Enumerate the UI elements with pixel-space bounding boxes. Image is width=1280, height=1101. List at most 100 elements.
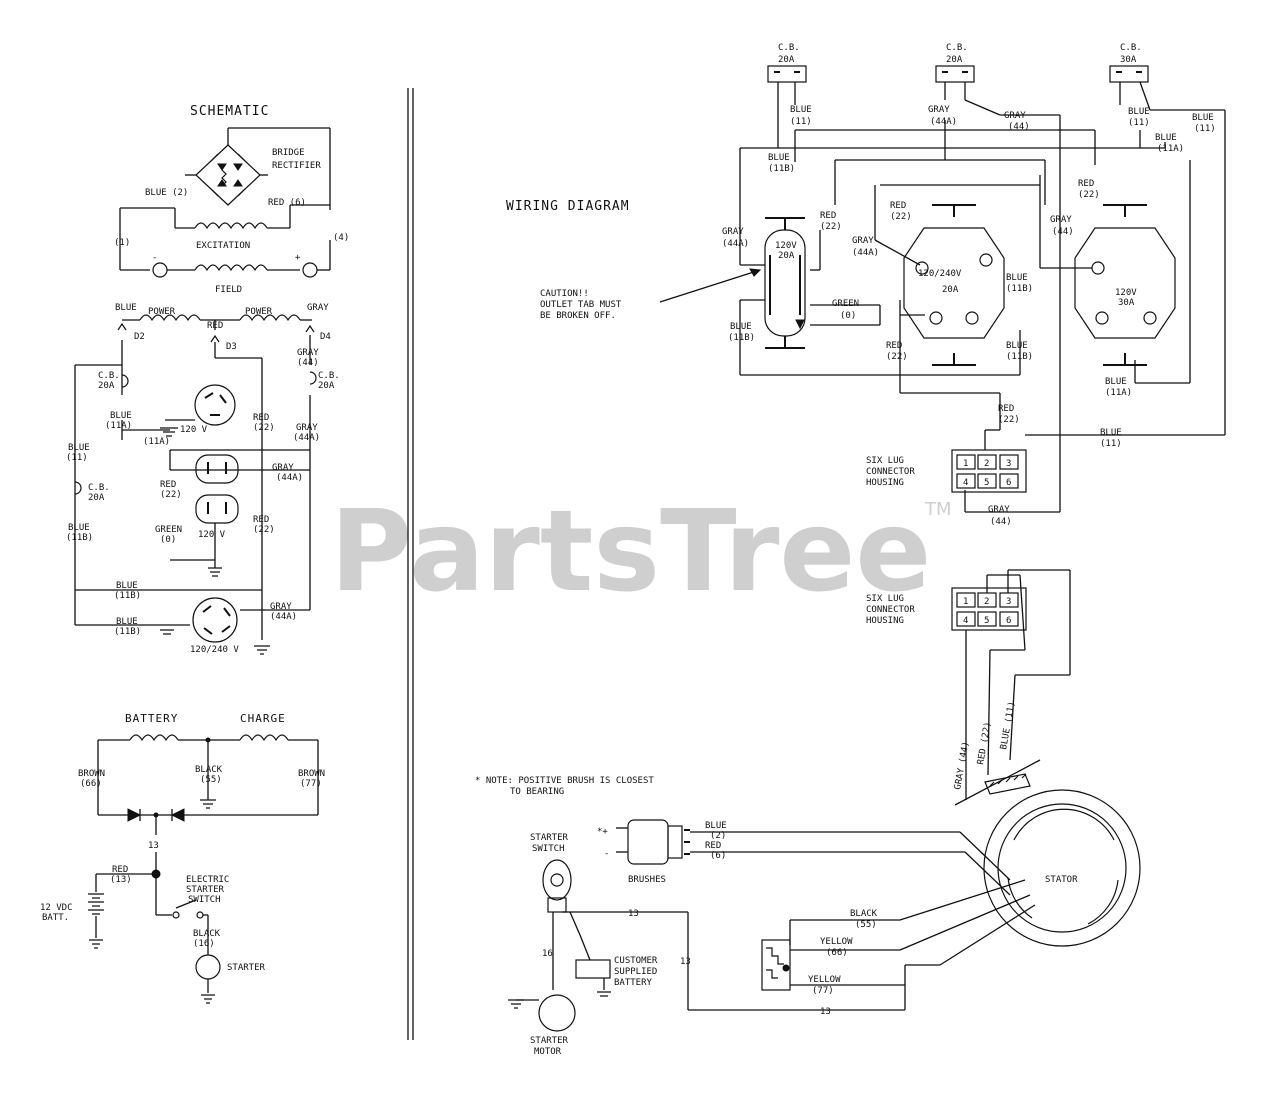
lug2-pin-2: 2 [984, 597, 989, 607]
brush-positive: *+ [597, 827, 608, 837]
120v-label-2: 120 V [198, 530, 226, 540]
cb-20a-2: 20A [318, 381, 335, 391]
wred-4: RED [886, 341, 902, 351]
wiring-lines [739, 81, 1226, 513]
wred-1: RED [1078, 179, 1094, 189]
starter-label-1: STARTER [186, 885, 225, 895]
brush-red6: (6) [710, 851, 726, 861]
wire-13-label: 13 [148, 841, 159, 851]
brush-negative: - [604, 849, 609, 859]
caution-arrow [659, 268, 762, 303]
red13-label: (13) [110, 875, 132, 885]
black16-label: (16) [193, 939, 215, 949]
lug2-label-3: HOUSING [866, 616, 904, 626]
lug1-pin-6: 6 [1006, 478, 1011, 488]
note-line-1: * NOTE: POSITIVE BRUSH IS CLOSEST [475, 776, 654, 786]
cb-top-2: C.B. [946, 43, 968, 53]
cb-label-3: C.B. [88, 483, 110, 493]
red22-label-a: (22) [253, 423, 275, 433]
gray-label-d: GRAY [270, 602, 292, 612]
wgreen: GREEN [832, 299, 859, 309]
blue11b-label-c: (11B) [66, 533, 93, 543]
yellow66-lead-num: (66) [826, 948, 848, 958]
gray-label-b: GRAY [296, 423, 318, 433]
w44a-2: (44A) [852, 248, 879, 258]
gray44a-label-c: (44A) [276, 473, 303, 483]
yellow77-lead: YELLOW [808, 975, 841, 985]
blue11b-label-e: (11B) [114, 627, 141, 637]
switch-label: SWITCH [188, 895, 221, 905]
brown-label-1: BROWN [78, 769, 105, 779]
power-windings [117, 314, 315, 343]
wire13-c: 13 [820, 1007, 831, 1017]
120-240v-label: 120/240 V [190, 645, 239, 655]
red6-label: RED (6) [268, 198, 306, 208]
wblue-9: BLUE [1105, 377, 1127, 387]
w11-3: (11) [1194, 124, 1216, 134]
gray44-label: (44) [297, 358, 319, 368]
watermark-brand: PartsTree [330, 487, 931, 617]
field-label: FIELD [215, 285, 242, 295]
lug1-label-2: CONNECTOR [866, 467, 915, 477]
starter-label-2: STARTER [227, 963, 266, 973]
wgray-3: GRAY [1050, 215, 1072, 225]
brown-label-2: BROWN [298, 769, 325, 779]
wblue-8: BLUE [1006, 341, 1028, 351]
w11-2: (11) [1128, 118, 1150, 128]
power-blue-label: BLUE [115, 303, 137, 313]
six-lug-connector-1 [951, 449, 1027, 493]
r120-20-a: 120V [775, 241, 797, 251]
brushes-label: BRUSHES [628, 875, 666, 885]
lug2-label-2: CONNECTOR [866, 605, 915, 615]
wgray-5: GRAY [722, 227, 744, 237]
wgray-6: GRAY [988, 505, 1010, 515]
blue11a-label-2: (11A) [143, 437, 170, 447]
bridge-label-2: RECTIFIER [272, 161, 321, 171]
battery-label: BATTERY [125, 712, 178, 725]
cb-top-2-rating: 20A [946, 55, 963, 65]
wire16: 16 [542, 949, 553, 959]
yellow77-lead-num: (77) [812, 986, 834, 996]
brown66-label: (66) [80, 779, 102, 789]
electric-label: ELECTRIC [186, 875, 229, 885]
lug2-pin-6: 6 [1006, 616, 1011, 626]
schematic-receptacles [160, 384, 270, 655]
blue-label-c: BLUE [68, 523, 90, 533]
customer-label-2: SUPPLIED [614, 967, 657, 977]
wiring-title: WIRING DIAGRAM [506, 199, 630, 214]
wblue-1: BLUE [790, 105, 812, 115]
w11b-3: (11B) [728, 333, 755, 343]
w44-3: (44) [990, 517, 1012, 527]
red-label-b: RED [160, 480, 176, 490]
w11b-4: (11B) [1006, 352, 1033, 362]
w0: (0) [840, 311, 856, 321]
wblue-3: BLUE [1128, 107, 1150, 117]
charge-leads [761, 879, 1036, 991]
customer-label-1: CUSTOMER [614, 956, 658, 966]
watermark-trademark: TM [924, 499, 952, 520]
yellow66-lead: YELLOW [820, 937, 853, 947]
starter-motor-label-2: MOTOR [534, 1047, 562, 1057]
r240-b: 20A [942, 285, 959, 295]
note-line-2: TO BEARING [510, 787, 564, 797]
r240-a: 120/240V [918, 269, 962, 279]
schematic-title: SCHEMATIC [190, 104, 269, 119]
brown77-label: (77) [300, 779, 322, 789]
green0-label: (0) [160, 535, 176, 545]
power-label-2: POWER [245, 307, 273, 317]
power-gray-label: GRAY [307, 303, 329, 313]
battery-charge-circuit [88, 734, 319, 1004]
wiring-circuit-breakers [767, 65, 1149, 83]
cb-top-3: C.B. [1120, 43, 1142, 53]
blue2-label: BLUE (2) [145, 188, 188, 198]
w11-4: (11) [1100, 439, 1122, 449]
d2-label: D2 [134, 332, 145, 342]
red-label-a: RED [253, 413, 269, 423]
wred-3: RED [820, 211, 836, 221]
brush-red: RED [705, 841, 721, 851]
r120-20-b: 20A [778, 251, 795, 261]
lug1-pin-5: 5 [984, 478, 989, 488]
stator-gray-lead: GRAY (44) [953, 741, 971, 791]
brushes [616, 819, 1011, 896]
